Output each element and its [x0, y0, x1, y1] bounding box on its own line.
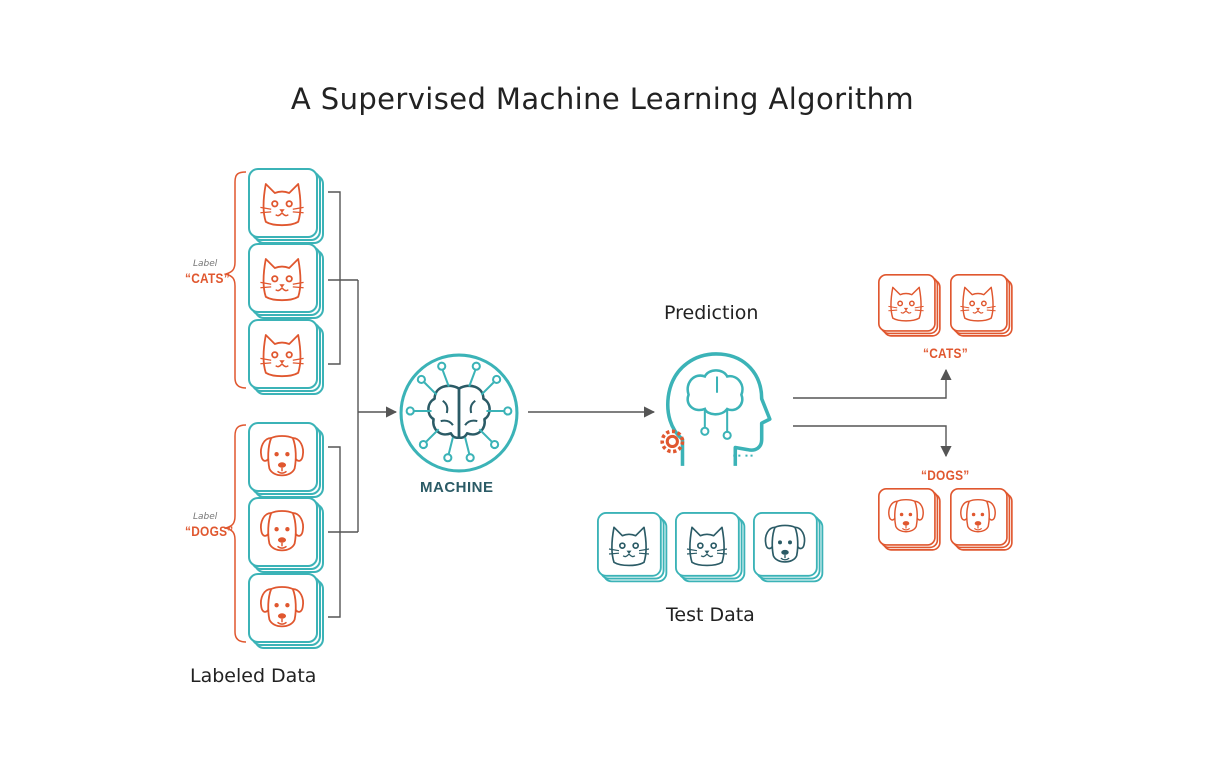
output-cat-card-1: [878, 274, 941, 337]
dogs-label: “DOGS”: [185, 523, 234, 539]
output-arrows: [793, 368, 952, 458]
cats-label-prefix: Label: [193, 259, 218, 269]
test-data-caption: Test Data: [666, 604, 755, 626]
labeled-dog-card-1: [248, 422, 324, 498]
output-cats-label: “CATS”: [923, 345, 968, 361]
dogs-label-prefix: Label: [193, 512, 218, 522]
test-data-card-1: [597, 512, 668, 583]
output-dog-card-1: [878, 488, 941, 551]
dogs-group-bracket: [223, 424, 247, 643]
test-data-card-2: [675, 512, 746, 583]
labeled-cat-card-1: [248, 168, 324, 244]
diagram-title: A Supervised Machine Learning Algorithm: [290, 82, 915, 116]
ai-head-icon: [660, 352, 772, 468]
labeled-dog-card-3: [248, 573, 324, 649]
labeled-cat-card-3: [248, 319, 324, 395]
machine-label: MACHINE: [420, 479, 494, 496]
output-dog-card-2: [950, 488, 1013, 551]
cats-label: “CATS”: [185, 270, 230, 286]
labeled-data-connectors: [328, 191, 398, 618]
test-data-card-3: [753, 512, 824, 583]
labeled-dog-card-2: [248, 497, 324, 573]
labeled-cat-card-2: [248, 243, 324, 319]
output-dogs-label: “DOGS”: [921, 467, 970, 483]
cats-group-bracket: [223, 171, 247, 389]
brain-circuit-icon: [399, 353, 519, 473]
labeled-data-caption: Labeled Data: [190, 665, 317, 687]
output-cat-card-2: [950, 274, 1013, 337]
prediction-caption: Prediction: [664, 302, 759, 324]
